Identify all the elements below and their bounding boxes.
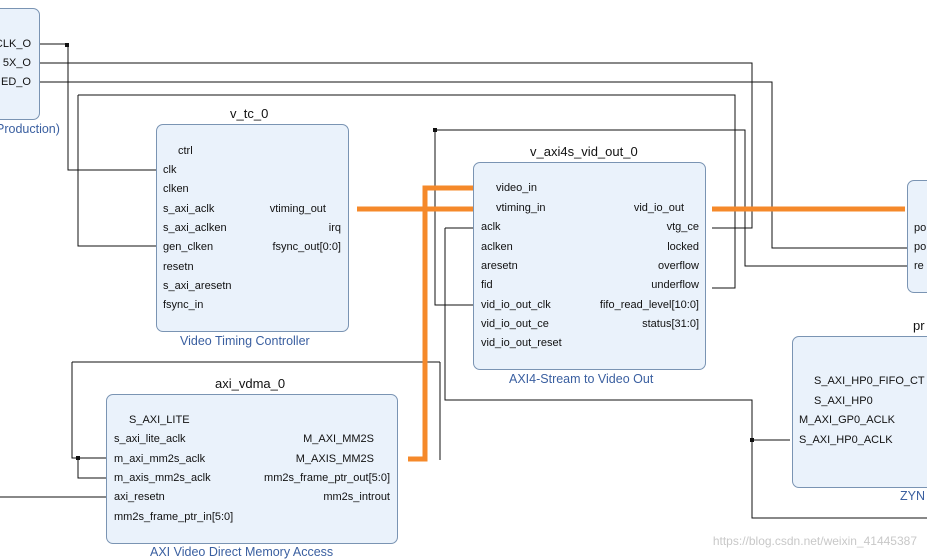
vtc-pin-s-axi-aresetn: s_axi_aresetn	[163, 280, 232, 292]
vdma-pin-mm2s-frame-ptr-out: mm2s_frame_ptr_out[5:0]	[264, 472, 390, 484]
vid-out-pin-vid-io-out: vid_io_out	[633, 202, 684, 214]
vtc-pin-gen-clken: gen_clken	[163, 241, 214, 253]
vtc-pin-s-axi-aclk: s_axi_aclk	[163, 203, 215, 215]
vid-out-pin-aresetn: aresetn	[481, 260, 518, 272]
vtc-pin-irq: irq	[328, 222, 341, 234]
clock-block-subtitle: Production)	[0, 122, 60, 136]
zynq-pin-s-axi-hp0: S_AXI_HP0	[814, 395, 873, 407]
vdma-subtitle: AXI Video Direct Memory Access	[150, 545, 334, 559]
output-block[interactable]	[907, 180, 927, 293]
vid-out-pin-aclk: aclk	[481, 221, 501, 233]
vid-out-pin-video-in: video_in	[496, 182, 537, 194]
vdma-pin-mm2s-frame-ptr-in: mm2s_frame_ptr_in[5:0]	[114, 511, 234, 523]
vdma-title: axi_vdma_0	[215, 376, 286, 391]
vid-out-title: v_axi4s_vid_out_0	[530, 144, 638, 159]
vid-out-pin-status: status[31:0]	[642, 318, 699, 330]
vtc-pin-resetn: resetn	[163, 261, 194, 273]
vid-out-pin-vtiming-in: vtiming_in	[496, 202, 546, 214]
vtc-pin-vtiming-out: vtiming_out	[269, 203, 326, 215]
output-pin-re: re	[914, 260, 924, 272]
vtc-pin-ctrl: ctrl	[178, 145, 193, 157]
vid-out-block[interactable]	[473, 162, 706, 370]
vdma-pin-mm2s-introut: mm2s_introut	[323, 491, 390, 503]
output-pin-po-1: po	[914, 222, 927, 234]
vid-out-pin-vid-io-out-ce: vid_io_out_ce	[481, 318, 549, 330]
clock-block[interactable]	[0, 8, 40, 120]
vdma-pin-m-axis-mm2s: M_AXIS_MM2S	[295, 453, 374, 465]
vdma-pin-m-axis-mm2s-aclk: m_axis_mm2s_aclk	[114, 472, 211, 484]
vid-out-pin-vid-io-out-clk: vid_io_out_clk	[481, 299, 551, 311]
vid-out-pin-aclken: aclken	[481, 241, 513, 253]
vdma-pin-m-axi-mm2s: M_AXI_MM2S	[303, 433, 374, 445]
vdma-block[interactable]	[106, 394, 398, 544]
vid-out-pin-underflow: underflow	[651, 279, 699, 291]
vtc-pin-clken: clken	[163, 183, 189, 195]
vdma-pin-s-axi-lite: S_AXI_LITE	[129, 414, 190, 426]
vid-out-subtitle: AXI4-Stream to Video Out	[509, 372, 654, 386]
zynq-subtitle: ZYN	[900, 489, 925, 503]
output-pin-po-2: po	[914, 241, 927, 253]
vtc-title: v_tc_0	[230, 106, 269, 121]
zynq-title: pr	[913, 318, 925, 333]
zynq-pin-s-axi-hp0-fifo-ctrl: S_AXI_HP0_FIFO_CT	[814, 375, 925, 387]
vid-out-pin-overflow: overflow	[658, 260, 699, 272]
watermark: https://blog.csdn.net/weixin_41445387	[712, 534, 917, 548]
vdma-pin-m-axi-mm2s-aclk: m_axi_mm2s_aclk	[114, 453, 206, 465]
vid-out-pin-locked: locked	[667, 241, 699, 253]
vtc-block[interactable]	[156, 124, 349, 332]
vid-out-pin-fifo-read-level: fifo_read_level[10:0]	[599, 299, 699, 311]
pin-ed-o: ED_O	[1, 76, 31, 88]
pin-5x-o: 5X_O	[2, 57, 31, 69]
zynq-block[interactable]	[792, 336, 927, 488]
vdma-pin-s-axi-lite-aclk: s_axi_lite_aclk	[114, 433, 186, 445]
vid-out-pin-fid: fid	[481, 279, 493, 291]
pin-clk-o: CLK_O	[0, 38, 31, 50]
vtc-pin-clk: clk	[163, 164, 177, 176]
vtc-pin-fsync-in: fsync_in	[163, 299, 204, 311]
vtc-subtitle: Video Timing Controller	[180, 334, 310, 348]
vid-out-pin-vtg-ce: vtg_ce	[666, 221, 699, 233]
vtc-pin-s-axi-aclken: s_axi_aclken	[163, 222, 227, 234]
vdma-pin-axi-resetn: axi_resetn	[114, 491, 165, 503]
vid-out-pin-vid-io-out-reset: vid_io_out_reset	[481, 337, 562, 349]
zynq-pin-m-axi-gp0-aclk: M_AXI_GP0_ACLK	[799, 414, 895, 426]
zynq-pin-s-axi-hp0-aclk: S_AXI_HP0_ACLK	[799, 434, 893, 446]
vtc-pin-fsync-out: fsync_out[0:0]	[272, 241, 342, 253]
